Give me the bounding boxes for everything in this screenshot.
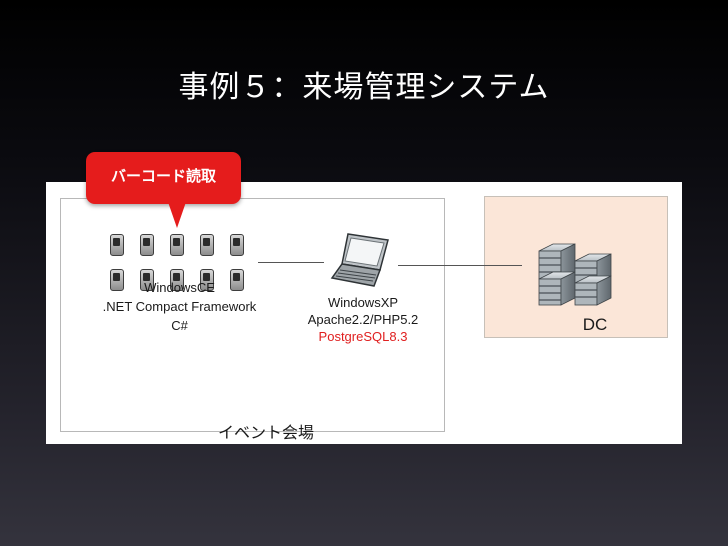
handheld-terminal-icon — [230, 269, 244, 291]
callout-pointer — [168, 202, 186, 228]
datacenter-box: DC — [484, 196, 668, 338]
venue-label: イベント会場 — [217, 423, 314, 442]
server-rack-icon — [538, 243, 612, 306]
barcode-reading-callout: バーコード読取 — [86, 152, 241, 228]
handheld-terminal-icon — [140, 269, 154, 291]
handheld-terminal-icon — [170, 269, 184, 291]
handheld-framework: .NET Compact Framework — [102, 299, 257, 314]
handheld-os: WindowsCE — [144, 280, 215, 295]
callout-text: バーコード読取 — [110, 167, 216, 185]
handheld-terminal-icon — [110, 234, 124, 256]
system-diagram: イベント会場 — [46, 182, 682, 444]
handheld-terminal-icon — [200, 269, 214, 291]
handheld-language: C# — [171, 318, 188, 333]
handheld-terminal-icon — [200, 234, 214, 256]
server-web-stack: Apache2.2/PHP5.2 — [307, 312, 419, 327]
datacenter-label: DC — [582, 315, 608, 334]
server-spec-label: WindowsXP Apache2.2/PHP5.2 PostgreSQL8.3 — [282, 294, 444, 345]
handheld-spec-label: WindowsCE .NET Compact Framework C# — [82, 278, 277, 335]
handheld-terminal-icon — [110, 269, 124, 291]
server-database: PostgreSQL8.3 — [318, 329, 408, 344]
slide-title: 事例５：来場管理システム — [178, 70, 550, 105]
laptop-icon — [330, 233, 389, 287]
handheld-terminal-icon — [230, 234, 244, 256]
server-os: WindowsXP — [327, 295, 399, 310]
handheld-terminal-icon — [170, 234, 184, 256]
connector-line-handheld-laptop — [258, 262, 324, 263]
handheld-terminal-icon — [140, 234, 154, 256]
event-venue-box: イベント会場 — [60, 198, 445, 442]
connector-line-laptop-dc — [398, 265, 522, 266]
